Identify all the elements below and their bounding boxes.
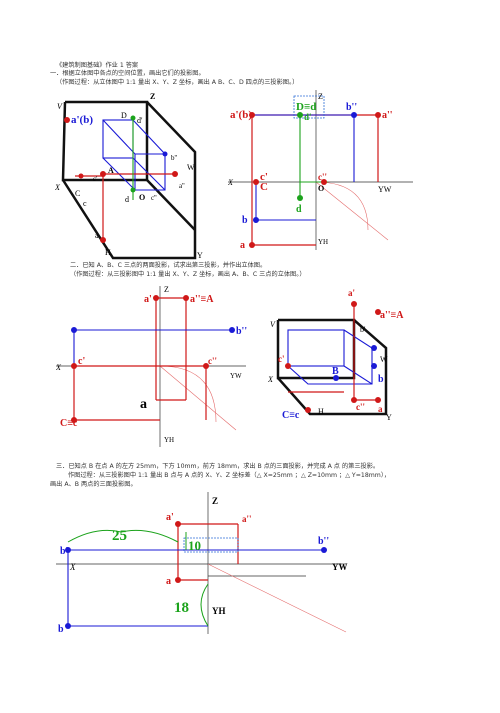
p1-label-c-prime: c'	[260, 171, 268, 183]
label-H: H	[105, 248, 111, 257]
p2-label-c2: c''	[208, 356, 217, 366]
p2-label-Z: Z	[164, 285, 169, 294]
p2-label-YH: YH	[164, 436, 174, 444]
p3-label-dim10: 10	[188, 538, 201, 553]
section-1-method: （作图过程：从立体图中 1:1 量出 X、Y、Z 坐标，画出 A B、C、D 四…	[56, 79, 299, 86]
p3-label-YW: YW	[332, 562, 348, 572]
label-c: c	[83, 199, 87, 208]
label-D: D	[121, 111, 127, 120]
p3-label-a1: a'	[166, 512, 174, 523]
p3-label-Z: Z	[212, 496, 218, 506]
label-a-b: a'(b)	[71, 114, 93, 126]
p1-label-a-b: a'(b)	[230, 109, 252, 121]
p2iso-label-a: a	[378, 404, 383, 414]
section-3-method-line1: 作图过程：从三投影图中 1:1 量出 B 点与 A 点的 X、Y、Z 坐标差（△…	[68, 472, 391, 479]
section-3-heading: 三．已知点 B 在点 A 的左方 25mm，下方 10mm，前方 18mm，求出…	[56, 463, 380, 470]
p3-label-X: X	[69, 562, 76, 572]
p1-label-Z: Z	[318, 92, 323, 101]
p2iso-label-A-eq: a''≡A	[380, 310, 404, 321]
p3-label-YH: YH	[212, 606, 226, 616]
p2-label-c-eq: C≡c	[60, 418, 78, 429]
p2-label-c-prime: c'	[78, 356, 85, 367]
label-c2: c''	[151, 194, 157, 202]
p1-label-b2: b''	[346, 102, 357, 113]
p2iso-label-Y: Y	[386, 413, 392, 422]
p1-label-YH: YH	[318, 238, 328, 246]
label-W: W	[187, 163, 195, 172]
label-d: d	[125, 195, 129, 204]
p2-label-b2: b''	[236, 326, 247, 337]
section-3-method-line2: 画出 A、B 两点的三面投影图。	[50, 481, 137, 488]
p1-label-d: d	[296, 204, 302, 215]
section-2-method: （作图过程：从三投影图中 1:1 量出 X、Y、Z 坐标，画出 A、B、C 三点…	[70, 271, 306, 278]
document-title: 《建筑制图基础》作业 1 答案	[56, 62, 139, 69]
p1-label-a: a	[240, 240, 245, 251]
p2-label-A-eq: a''≡A	[190, 294, 214, 305]
p2-label-YW: YW	[230, 372, 242, 380]
p2iso-label-V: V	[270, 320, 276, 329]
p1-label-c-eq: C	[260, 181, 268, 193]
p2iso-label-c-prime: c'	[278, 354, 285, 364]
section-2-heading: 二．已知 A、B、C 三点的两面投影，试求出第三投影，并作出立体图。	[70, 262, 267, 269]
p1-label-O: O	[318, 184, 324, 193]
section-1-heading: 一．根据立体图中各点的空间位置，画出它们的投影图。	[50, 70, 205, 77]
label-a2: a''	[179, 182, 185, 190]
figure-2-isometric: a' a''≡A V b' c' W X B b c'' a C≡c H Y	[268, 288, 404, 422]
label-d-prime: d'	[137, 116, 143, 125]
label-a: a	[95, 231, 99, 240]
p1-label-d-prime: d'	[304, 112, 312, 122]
p3-label-b: b	[58, 624, 64, 634]
p3-label-dim18: 18	[174, 600, 189, 616]
p2iso-label-b-prime: b'	[360, 325, 366, 334]
figure-2-projections: a' Z a''≡A b'' X c' c'' YW a C≡c YH	[56, 285, 247, 447]
p2iso-label-c-eq: C≡c	[282, 410, 300, 421]
p3-label-a: a	[166, 576, 171, 587]
label-c-prime: c'	[93, 175, 97, 183]
label-C: C	[75, 189, 80, 198]
figure-3-projections: a' Z a'' 25 10 b' b'' X YW a 18 YH b	[56, 492, 348, 634]
p2-label-X: X	[56, 363, 62, 372]
p2iso-label-X: X	[268, 375, 274, 384]
label-Y: Y	[197, 251, 203, 260]
label-X: X	[55, 183, 61, 192]
p2iso-label-H: H	[318, 407, 324, 416]
p2iso-label-b: b	[378, 374, 384, 385]
label-b2: b''	[171, 154, 177, 162]
p2iso-label-a1: a'	[348, 288, 355, 298]
p1-label-d-eq: D≡d	[296, 101, 316, 113]
p1-label-c2: c''	[318, 172, 327, 182]
p2-label-a-handwritten: a	[140, 397, 147, 412]
label-A: A	[108, 166, 114, 175]
p2iso-label-B: B	[332, 366, 339, 377]
p2-label-a1: a'	[144, 294, 152, 305]
label-Z: Z	[150, 92, 155, 101]
figure-1-isometric: V a'(b) Z D d' b'' W c' A X C a'' O c'' …	[55, 92, 203, 260]
p1-label-b: b	[242, 215, 248, 226]
figure-1-projections: a'(b) D≡d d' Z b'' a'' X c' C c'' O YW d…	[228, 90, 413, 251]
p3-label-b2: b''	[318, 536, 329, 547]
label-V: V	[57, 102, 63, 111]
p1-label-a2: a''	[382, 110, 393, 121]
p2iso-label-W: W	[380, 355, 388, 364]
p1-label-X: X	[228, 178, 234, 187]
p3-label-dim25: 25	[112, 528, 127, 544]
p1-label-YW: YW	[378, 185, 392, 194]
p3-label-b1: b'	[60, 546, 69, 557]
p2iso-label-c2: c''	[356, 402, 365, 412]
label-O: O	[139, 193, 145, 202]
p3-label-a2: a''	[242, 514, 252, 524]
